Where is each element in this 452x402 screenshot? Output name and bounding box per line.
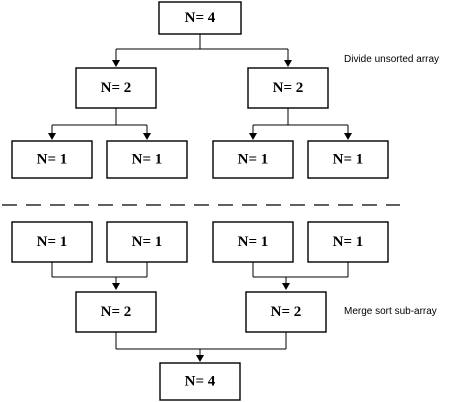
node-label: N= 1 <box>333 234 364 250</box>
node-merge-right: N= 2 <box>245 291 327 333</box>
node-label: N= 2 <box>101 304 132 320</box>
edge-divide-right <box>252 108 349 133</box>
arrow-head <box>249 133 257 140</box>
node-divide-leaf: N= 1 <box>307 140 389 179</box>
node-label: N= 1 <box>37 234 68 250</box>
arrow-head <box>282 283 290 290</box>
node-label: N= 4 <box>185 374 216 390</box>
arrow-head <box>284 60 292 67</box>
node-label: N= 1 <box>37 152 68 168</box>
node-divide-leaf: N= 1 <box>212 140 294 179</box>
node-label: N= 1 <box>132 152 163 168</box>
node-divide-right: N= 2 <box>247 67 329 109</box>
arrow-head <box>112 60 120 67</box>
node-merge-leaf: N= 1 <box>11 221 93 263</box>
arrow-head <box>112 283 120 290</box>
node-merge-leaf: N= 1 <box>307 221 389 263</box>
edge-divide-root <box>115 34 289 62</box>
node-merge-leaf: N= 1 <box>106 221 188 263</box>
arrow-head <box>344 133 352 140</box>
node-divide-leaf: N= 1 <box>106 140 188 179</box>
edge-merge-right <box>252 262 349 283</box>
merge-connectors <box>51 262 349 362</box>
divide-label: Divide unsorted array <box>344 54 439 65</box>
node-merge-root: N= 4 <box>159 362 241 401</box>
node-label: N= 1 <box>238 234 269 250</box>
node-divide-left: N= 2 <box>75 67 157 109</box>
arrow-head <box>196 355 204 362</box>
node-label: N= 2 <box>101 80 132 96</box>
edge-merge-root <box>115 332 287 355</box>
node-divide-leaf: N= 1 <box>11 140 93 179</box>
node-merge-left: N= 2 <box>75 291 157 333</box>
node-label: N= 1 <box>333 152 364 168</box>
arrow-head <box>48 133 56 140</box>
node-label: N= 1 <box>238 152 269 168</box>
edge-divide-left <box>51 108 148 133</box>
divide-connectors <box>48 34 352 140</box>
edge-merge-left <box>51 262 148 283</box>
arrow-head <box>143 133 151 140</box>
node-divide-root: N= 4 <box>158 1 242 35</box>
node-label: N= 2 <box>273 80 304 96</box>
node-label: N= 1 <box>132 234 163 250</box>
node-merge-leaf: N= 1 <box>212 221 294 263</box>
merge-label: Merge sort sub-array <box>344 306 437 317</box>
node-label: N= 2 <box>271 304 302 320</box>
node-label: N= 4 <box>185 10 216 26</box>
